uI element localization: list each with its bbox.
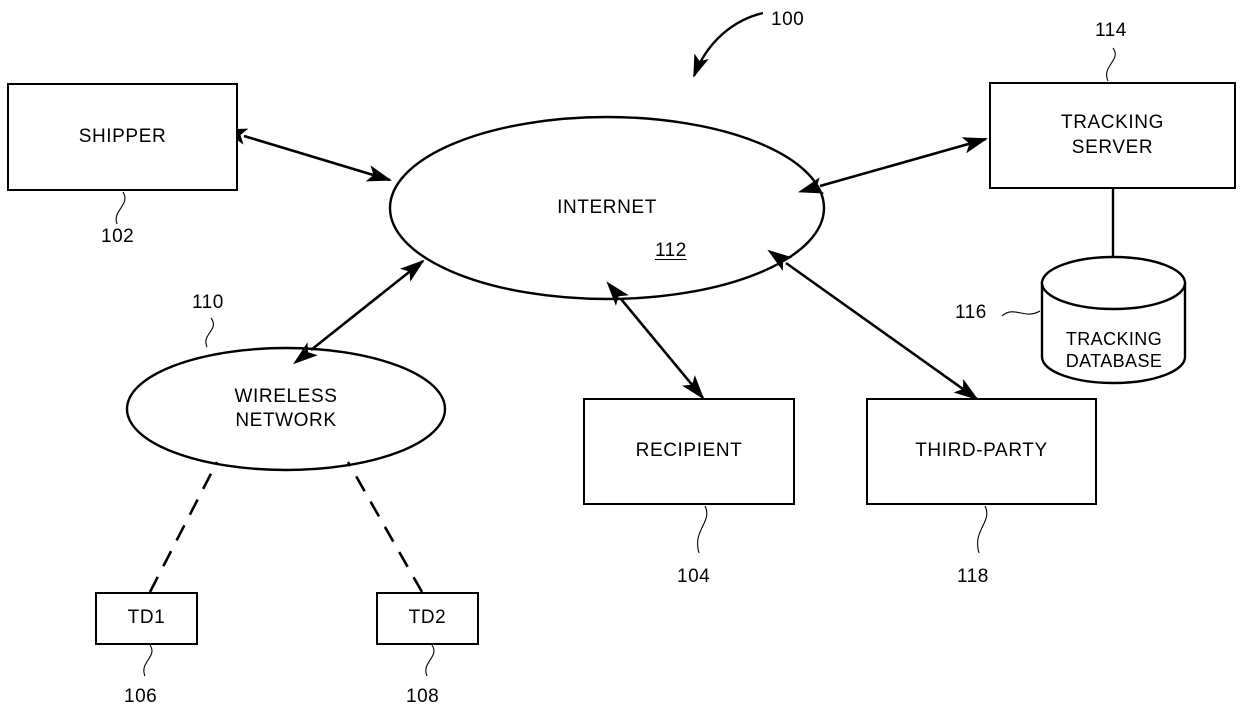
- leader-104: [697, 505, 708, 554]
- edge-internet-recipient: [606, 281, 705, 400]
- ref-110-text: 110: [192, 292, 224, 313]
- ref-116-text: 116: [955, 302, 987, 323]
- leader-108: [425, 644, 435, 677]
- leader-102: [115, 191, 126, 225]
- edge-td2-wireless: [346, 461, 424, 593]
- node-third-party[interactable]: THIRD-PARTY: [866, 398, 1097, 505]
- ref-112: 112: [655, 240, 687, 262]
- ref-118-text: 118: [957, 566, 989, 587]
- leader-118: [977, 505, 988, 554]
- ref-108: 108: [406, 686, 439, 708]
- node-tracking-server-label: TRACKING SERVER: [1061, 112, 1164, 158]
- ref-106-text: 106: [124, 686, 158, 707]
- ref-116: 116: [955, 302, 987, 324]
- node-third-party-label: THIRD-PARTY: [915, 440, 1048, 462]
- ref-102-text: 102: [101, 226, 135, 247]
- leader-116: [1001, 310, 1041, 317]
- node-recipient-label: RECIPIENT: [635, 440, 743, 462]
- ref-104: 104: [677, 566, 710, 588]
- ref-114-text: 114: [1095, 20, 1127, 41]
- ref-110: 110: [192, 292, 224, 314]
- node-tracking-server[interactable]: TRACKING SERVER: [989, 82, 1236, 189]
- ref-112-text: 112: [655, 240, 687, 261]
- internet-ellipse: [388, 115, 826, 301]
- edge-internet-tracking-server: [797, 137, 989, 194]
- edge-internet-third-party: [767, 249, 979, 401]
- ref-104-text: 104: [677, 566, 711, 587]
- edge-shipper-internet: [222, 128, 392, 182]
- node-td1-label: TD1: [127, 607, 166, 629]
- tracking-database-cylinder: [1040, 255, 1187, 385]
- figure-ref-leader: [692, 11, 764, 78]
- ref-108-text: 108: [406, 686, 440, 707]
- node-shipper[interactable]: SHIPPER: [7, 83, 238, 191]
- ref-118: 118: [957, 566, 989, 588]
- leader-110: [205, 317, 214, 348]
- wireless-network-ellipse: [125, 346, 447, 472]
- node-recipient[interactable]: RECIPIENT: [583, 398, 795, 505]
- edge-wireless-internet: [293, 259, 425, 365]
- ref-100-text: 100: [771, 9, 805, 30]
- node-shipper-label: SHIPPER: [78, 125, 167, 147]
- ref-106: 106: [124, 686, 157, 708]
- ref-114: 114: [1095, 20, 1127, 42]
- leader-106: [143, 644, 153, 677]
- node-td1[interactable]: TD1: [95, 592, 198, 645]
- node-td2-label: TD2: [408, 607, 447, 629]
- node-td2[interactable]: TD2: [376, 592, 479, 645]
- ref-102: 102: [101, 226, 134, 248]
- leader-114: [1106, 47, 1116, 82]
- edge-td1-wireless: [148, 461, 219, 593]
- ref-100: 100: [771, 9, 804, 31]
